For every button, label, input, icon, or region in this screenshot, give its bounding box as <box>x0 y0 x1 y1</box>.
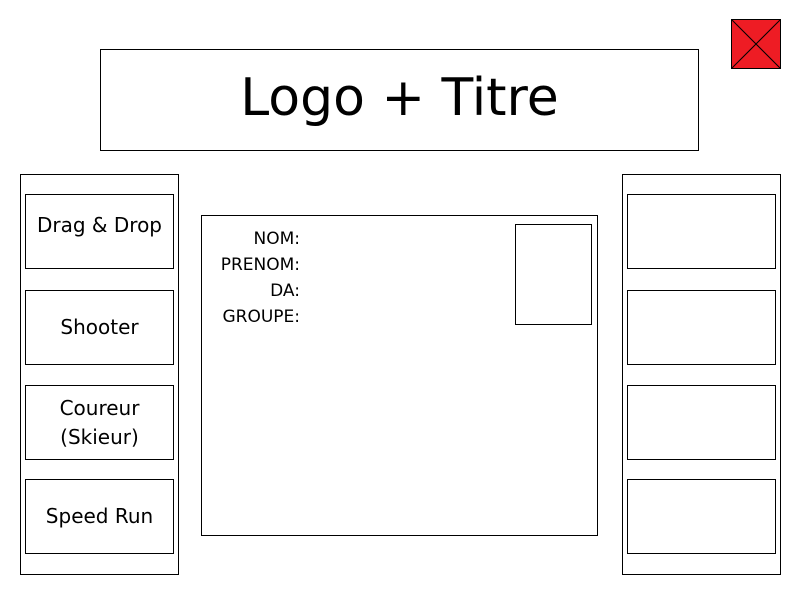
left-menu-panel: Drag & Drop Shooter Coureur (Skieur) Spe… <box>20 174 179 575</box>
close-button[interactable] <box>731 19 781 69</box>
nom-label: NOM: <box>253 229 301 249</box>
prenom-label: PRENOM: <box>220 255 300 275</box>
coureur-skieur-button[interactable]: Coureur (Skieur) <box>25 385 174 460</box>
profile-photo <box>515 224 592 325</box>
page-title: Logo + Titre <box>240 68 559 128</box>
header-banner: Logo + Titre <box>100 49 699 151</box>
right-menu-panel <box>622 174 781 575</box>
right-slot-button[interactable] <box>627 385 776 460</box>
da-label: DA: <box>270 281 300 301</box>
right-slot-button[interactable] <box>627 194 776 269</box>
right-slot-button[interactable] <box>627 479 776 554</box>
shooter-button[interactable]: Shooter <box>25 290 174 365</box>
groupe-label: GROUPE: <box>222 307 300 327</box>
profile-card: NOM: PRENOM: DA: GROUPE: <box>201 215 598 536</box>
speed-run-button[interactable]: Speed Run <box>25 479 174 554</box>
drag-drop-button[interactable]: Drag & Drop <box>25 194 174 269</box>
right-slot-button[interactable] <box>627 290 776 365</box>
close-icon <box>731 19 781 69</box>
